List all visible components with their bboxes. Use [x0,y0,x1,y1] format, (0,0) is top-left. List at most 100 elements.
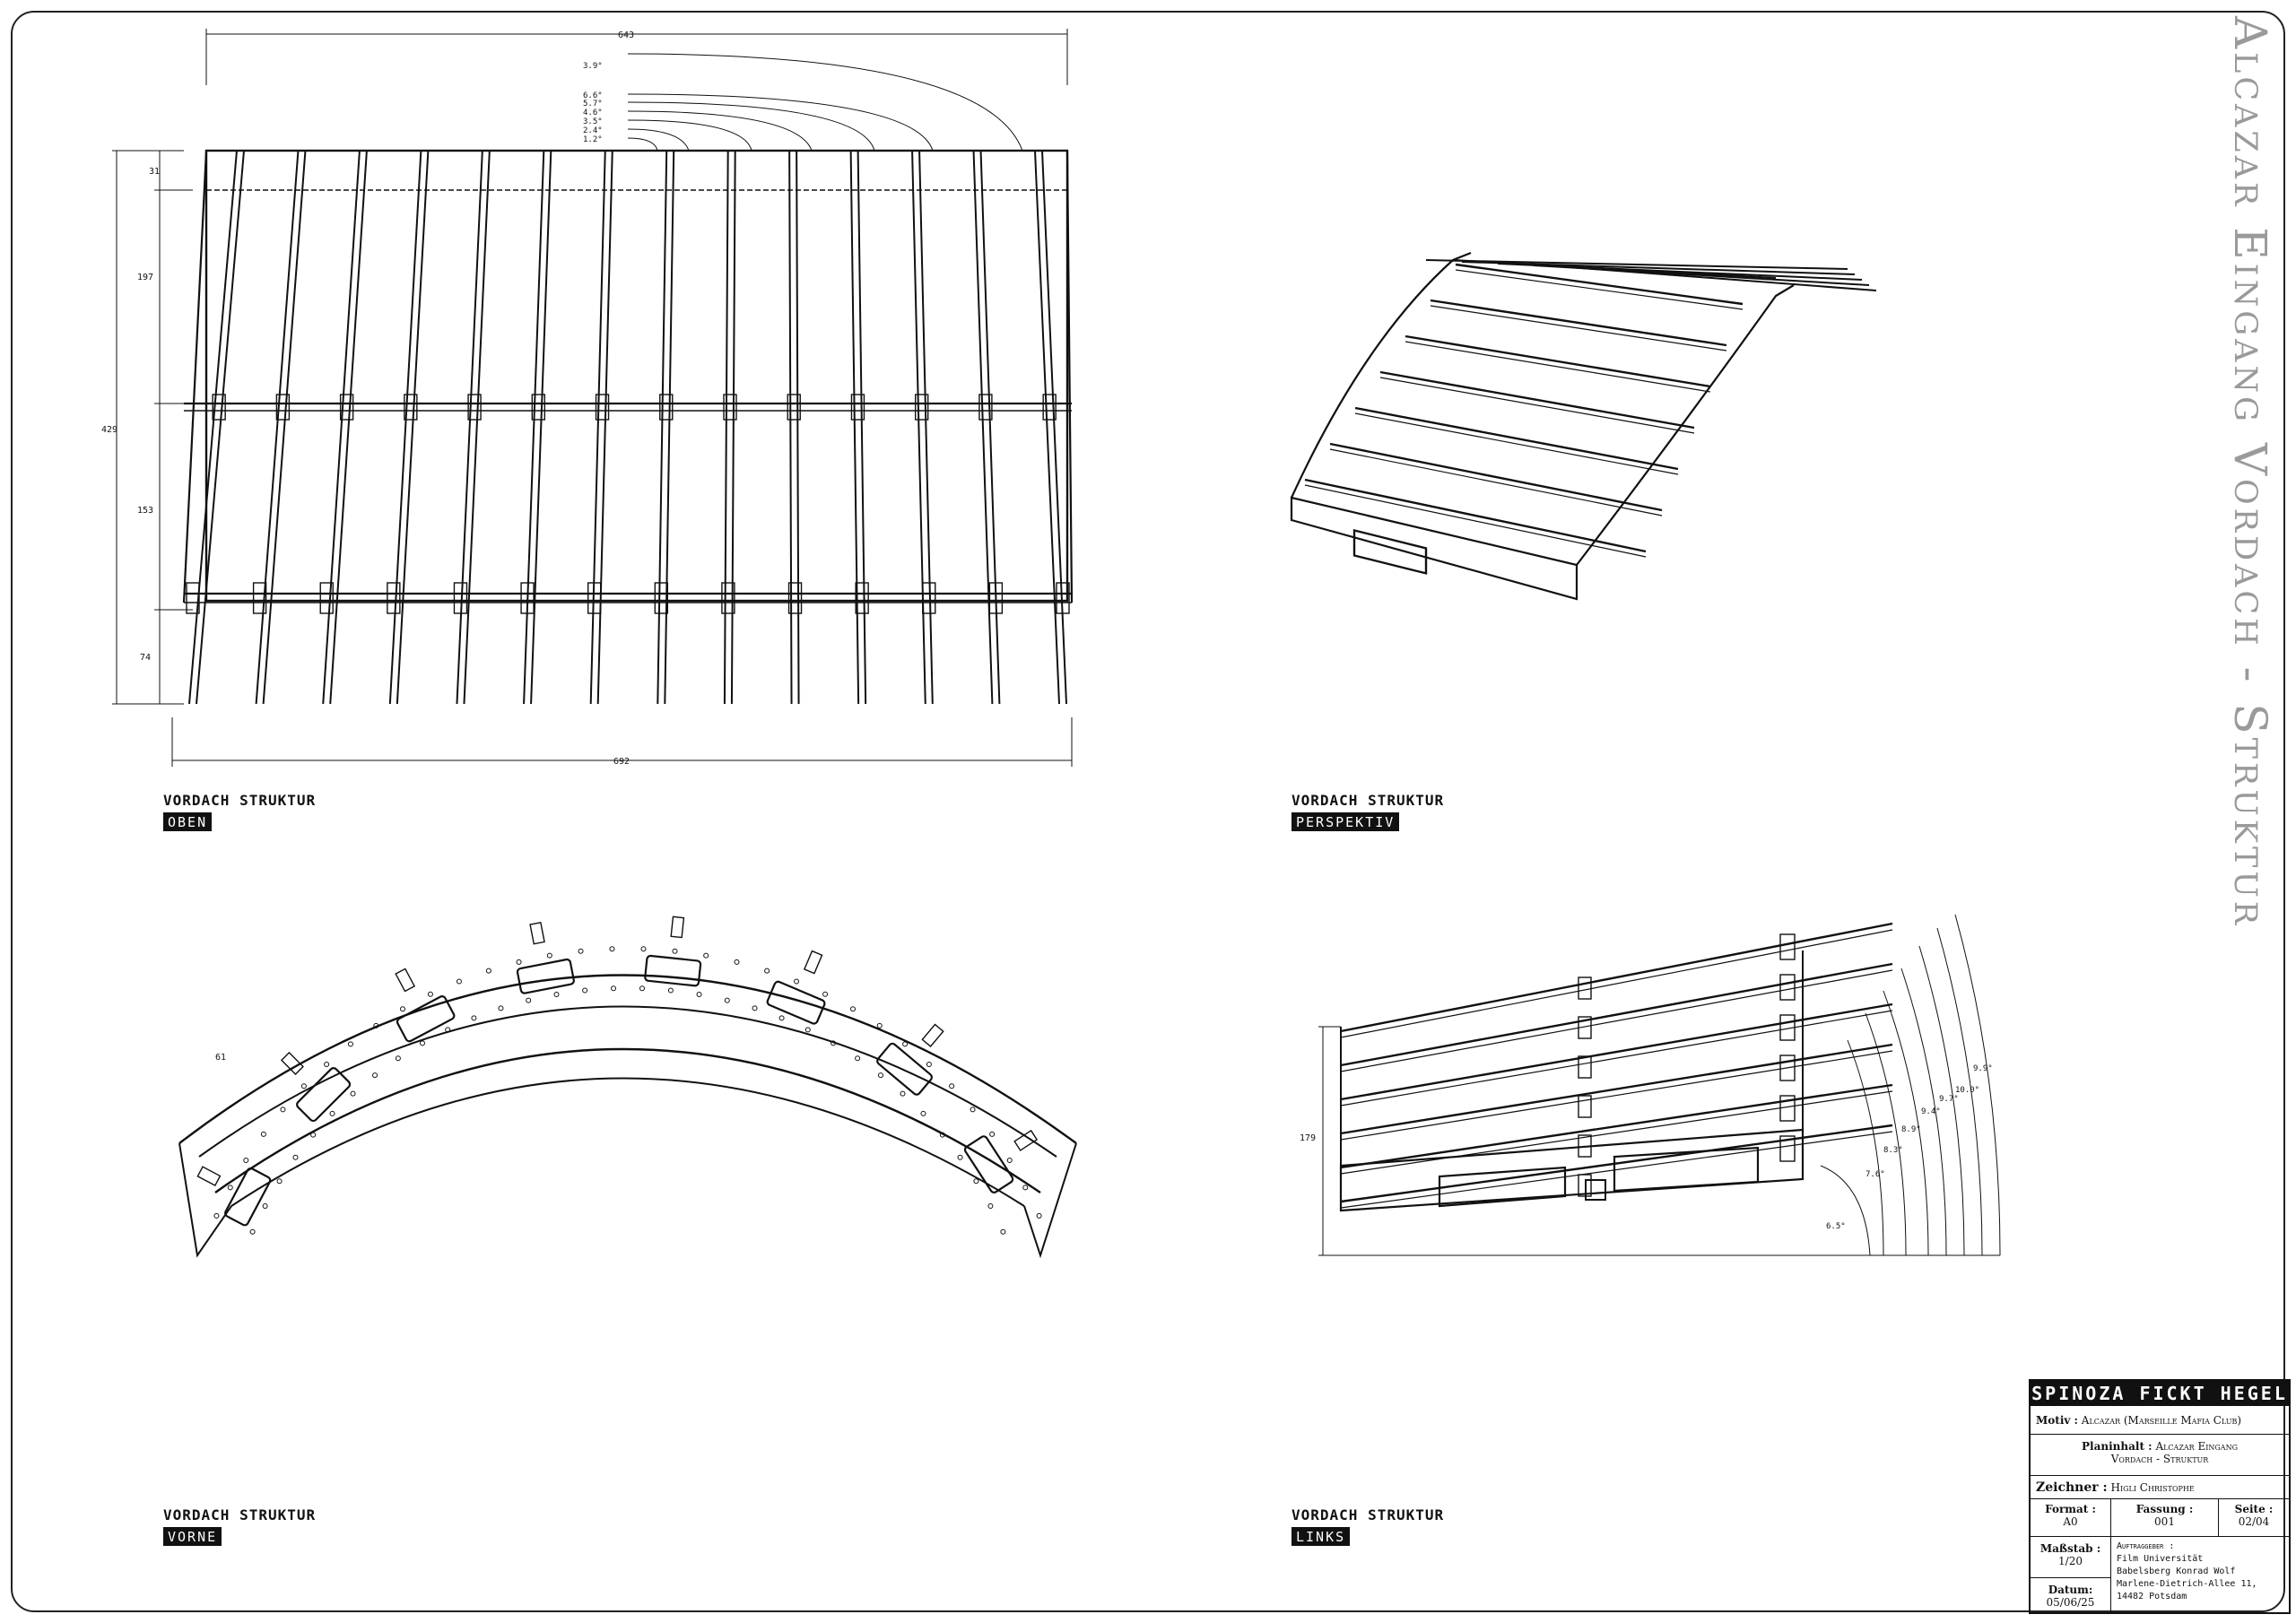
datum-label: Datum: [2048,1584,2093,1596]
perspective-bars-group [1304,259,1877,558]
rafter-line [463,150,491,705]
caption-subtitle: OBEN [163,812,213,831]
perspective-bar [1425,259,1848,270]
front-rivet [804,1027,811,1033]
angle-label: 2.4° [583,126,603,135]
dim-seg3: 153 [137,506,153,516]
auftraggeber-line: Babelsberg Konrad Wolf [2117,1567,2236,1576]
rafter-line [911,150,926,705]
side-title-text: Alcazar Eingang Vordach - Struktur [2224,16,2276,929]
drawing-sheet-border [11,11,2285,1612]
dim-front: 61 [215,1053,226,1063]
top-frame-outline [204,149,1069,603]
massstab-value: 1/20 [2058,1555,2083,1567]
left-bar [1340,1050,1893,1141]
front-rivet [553,991,560,997]
perspective-bar [1455,269,1744,310]
front-rivet [696,991,702,997]
left-bar [1340,1131,1893,1209]
dim-bottom-width: 692 [613,757,630,767]
front-rivet [667,987,674,994]
front-panel [963,1135,1014,1193]
caption-title: VORDACH STRUKTUR [1292,1506,1445,1523]
front-rivet [1022,1185,1029,1191]
angle-label: 5.7° [583,100,603,108]
front-rivet [900,1090,906,1097]
zeichner-value: Higli Christophe [2110,1481,2195,1494]
front-rivet [640,946,647,952]
front-view-drawing [178,916,1077,1259]
front-bolt-bracket [670,916,685,939]
front-rivet [970,1107,976,1113]
rafter-clamp [252,582,267,614]
left-bar [1340,969,1893,1072]
seite-value: 02/04 [2238,1515,2270,1528]
rafter-line [396,150,430,705]
perspective-bar [1379,377,1695,434]
front-bolt-bracket [196,1166,222,1187]
rafter-line [657,150,668,705]
rafter-clamp [595,394,610,421]
front-rivet [260,1131,266,1137]
front-rivet [609,946,615,952]
caption-top-view: VORDACH STRUKTUR OBEN [163,792,316,831]
front-panels-group [224,954,1014,1227]
datum-value: 05/06/25 [2046,1596,2095,1609]
format-cell: Format : A0 [2031,1499,2111,1536]
title-block-motiv: Motiv : Alcazar (Marseille Mafia Club) [2031,1406,2289,1435]
rafter-line [196,150,245,705]
front-rivet [703,952,709,959]
rafter-clamp [587,582,602,614]
dim-side-height: 179 [1300,1133,1316,1143]
rafter-line [388,150,422,705]
title-block: SPINOZA FICKT HEGEL Motiv : Alcazar (Mar… [2029,1379,2291,1614]
angle-label: 1.2° [583,135,603,144]
front-rivet [227,1185,233,1191]
left-bar-clamp [1779,1095,1796,1122]
front-rivet [471,1015,477,1021]
front-rivet [989,1131,996,1137]
front-rivet [526,997,532,1003]
rafter-clamp [186,582,200,614]
rafter-clamp [319,582,334,614]
front-panel [766,980,826,1025]
rafter-clamp [275,394,291,421]
front-rivet [855,1055,861,1062]
rafter-clamp [723,394,737,421]
dim-seg2: 197 [137,273,153,282]
rafter-line [262,150,307,705]
front-rivet [949,1083,955,1089]
title-block-header: SPINOZA FICKT HEGEL [2031,1381,2289,1406]
front-rivet [850,1006,856,1012]
left-bar [1340,1090,1893,1175]
left-bar [1340,1043,1893,1135]
format-label: Format : [2045,1503,2096,1515]
planinhalt-value-2: Vordach - Struktur [2110,1453,2209,1465]
front-panel [876,1042,933,1096]
rafter-clamp [531,394,546,421]
front-rivet [794,978,800,985]
front-panel [396,995,456,1043]
front-rivet [300,1083,307,1089]
front-rivet [350,1090,356,1097]
front-rivet [957,1154,963,1160]
rafter-line [329,150,368,705]
rafter-clamp [467,394,482,421]
left-bar-clamp [1779,1014,1796,1041]
front-rivet [611,985,617,992]
front-rivet [400,1006,405,1012]
left-bar [1340,922,1893,1033]
perspective-view-drawing [1290,251,1877,601]
auftraggeber-line: 14482 Potsdam [2117,1592,2187,1601]
planinhalt-value-1: Alcazar Eingang [2155,1440,2238,1453]
rafter-clamp [787,394,801,421]
front-rivet [276,1178,283,1185]
title-block-left-column: Maßstab : 1/20 Datum: 05/06/25 [2031,1537,2111,1614]
rafter-clamp [988,582,1004,614]
front-rivet [262,1202,268,1209]
front-bolt-bracket [529,921,545,945]
front-rivet [973,1178,979,1185]
left-bar-clamp [1578,1055,1592,1079]
rafter-clamp [520,582,535,614]
